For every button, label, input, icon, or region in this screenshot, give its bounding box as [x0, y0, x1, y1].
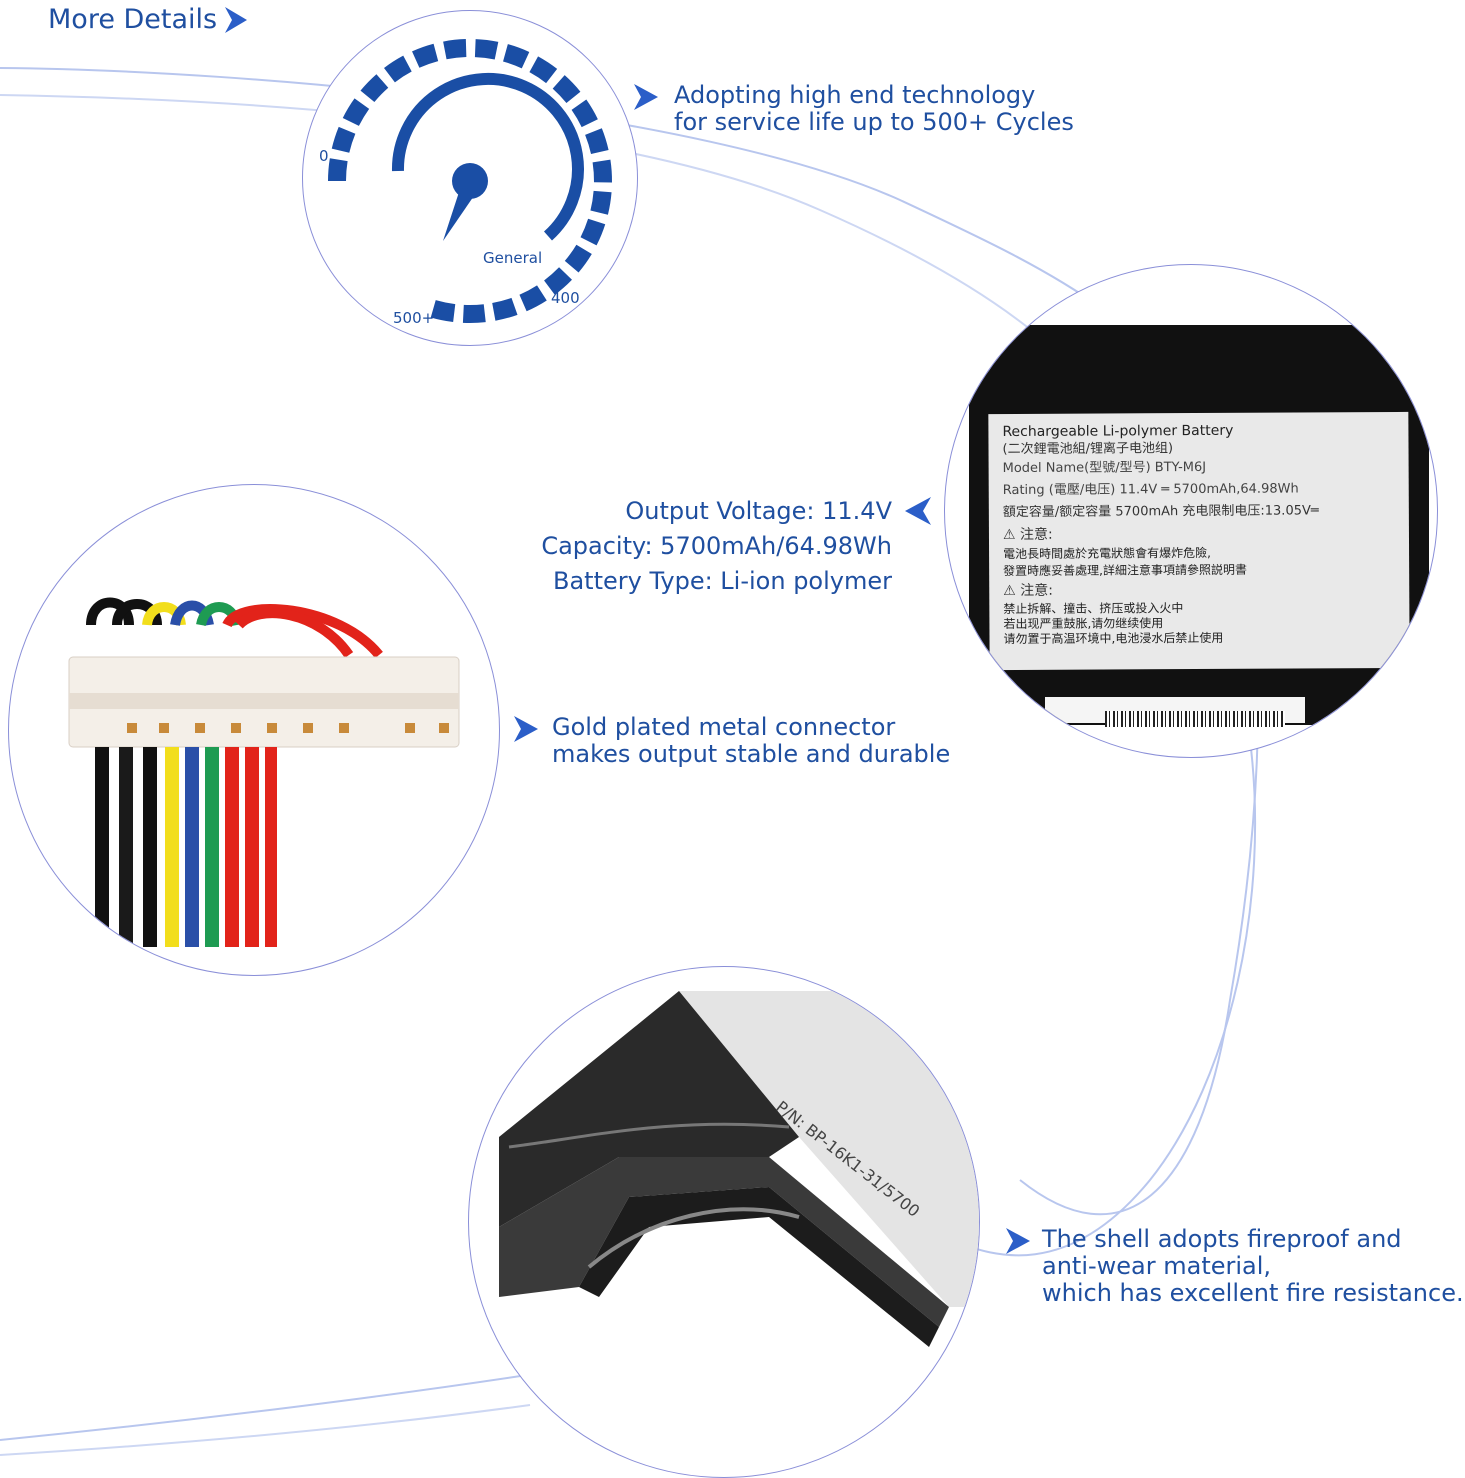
gauge-label-400: 400: [551, 289, 580, 307]
connector-line-1: Gold plated metal connector: [552, 713, 896, 741]
spec-voltage: Output Voltage: 11.4V: [625, 497, 892, 525]
battery-shell-image: [499, 991, 979, 1347]
shell-photo: P/N: BP-16K1-31/5700: [468, 966, 980, 1478]
shell-line-2: anti-wear material,: [1042, 1252, 1272, 1280]
connector-feature: Gold plated metal connector makes output…: [512, 714, 950, 768]
gauge-segment: [342, 98, 370, 127]
gauge-segment: [462, 304, 486, 323]
shell-line-1: The shell adopts fireproof and: [1042, 1225, 1402, 1253]
barcode: [1105, 711, 1285, 727]
connector-photo: [8, 484, 500, 976]
chevron-right-icon: [225, 6, 248, 33]
label-line-5: 額定容量/额定容量 5700mAh 充电限制电压:13.05V═: [1002, 503, 1319, 521]
gauge-segment: [384, 55, 412, 83]
label-line-1: Rechargeable Li-polymer Battery: [1002, 422, 1234, 441]
label-line-12: 请勿置于高温环境中,电池浸水后禁止使用: [1003, 630, 1224, 647]
gauge-segment: [592, 159, 612, 183]
gauge-segment: [474, 39, 499, 60]
label-line-8: 發置時應妥善處理,詳細注意事項請參照説明書: [1003, 562, 1248, 579]
gauge-segment: [328, 158, 348, 182]
gauge-segment: [571, 99, 598, 128]
gauge-segment: [430, 300, 456, 322]
cycles-line-2: for service life up to 500+ Cycles: [674, 108, 1074, 136]
connector-pin: [231, 723, 241, 733]
gauge-label-max: 500+: [393, 309, 435, 327]
connector-pin: [127, 723, 137, 733]
cycles-line-1: Adopting high end technology: [674, 81, 1036, 109]
connector-pin: [303, 723, 313, 733]
connector-wires-image: [68, 597, 460, 947]
label-line-6: 注意:: [1019, 526, 1053, 543]
connector-pin: [439, 723, 449, 733]
specs-block: Output Voltage: 11.4V Capacity: 5700mAh/…: [480, 494, 892, 599]
gauge-segment: [529, 56, 558, 84]
connector-line-2: makes output stable and durable: [552, 740, 951, 768]
gauge-icon: [328, 39, 612, 323]
shell-line-3: which has excellent fire resistance.: [1042, 1279, 1464, 1307]
gauge-segment: [502, 44, 530, 69]
gauge-segment: [552, 75, 581, 104]
chevron-left-icon: [905, 497, 931, 525]
label-line-9: 注意:: [1020, 582, 1054, 599]
gauge-segment: [492, 297, 518, 321]
connector-pin: [371, 723, 381, 733]
gauge-label-general: General: [483, 249, 543, 267]
connector-pin: [195, 723, 205, 733]
gauge-segment: [519, 285, 547, 312]
gauge-segment: [580, 218, 606, 246]
connector-pin: [339, 723, 349, 733]
label-warning-2: ⚠ 注意:: [1003, 582, 1054, 600]
cycles-feature: Adopting high end technology for service…: [632, 82, 1074, 136]
gauge-segment: [360, 74, 389, 103]
battery-label-photo: Rechargeable Li-polymer Battery (二次鋰電池組/…: [944, 264, 1438, 758]
label-line-4: Rating (電壓/电压) 11.4V ═ 5700mAh,64.98Wh: [1002, 481, 1299, 499]
gauge-segment: [543, 267, 572, 295]
label-warning-1: ⚠ 注意:: [1002, 526, 1053, 544]
section-header: More Details: [48, 4, 249, 35]
shell-feature: The shell adopts fireproof and anti-wear…: [1004, 1226, 1464, 1307]
gauge-segment: [564, 244, 592, 273]
label-line-7: 電池長時間處於充電狀態會有爆炸危險,: [1003, 545, 1211, 562]
connector-pin: [405, 723, 415, 733]
cycle-gauge-circle: 0 General 400 500+: [302, 10, 638, 346]
label-line-2: (二次鋰電池組/锂离子电池组): [1002, 441, 1174, 458]
connector-pin: [159, 723, 169, 733]
connector-pin: [267, 723, 277, 733]
gauge-segment: [331, 126, 356, 153]
gauge-segment: [590, 190, 612, 215]
section-title: More Details: [48, 4, 218, 35]
gauge-label-min: 0: [319, 147, 329, 165]
spec-type: Battery Type: Li-ion polymer: [553, 567, 892, 595]
gauge-segment: [585, 128, 609, 155]
gauge-segment: [412, 43, 439, 68]
gauge-segment: [443, 39, 467, 60]
label-line-3: Model Name(型號/型号) BTY-M6J: [1002, 459, 1207, 477]
chevron-right-icon: [634, 84, 658, 110]
chevron-right-icon: [1006, 1228, 1030, 1254]
spec-capacity: Capacity: 5700mAh/64.98Wh: [541, 532, 892, 560]
chevron-right-icon: [514, 716, 538, 742]
